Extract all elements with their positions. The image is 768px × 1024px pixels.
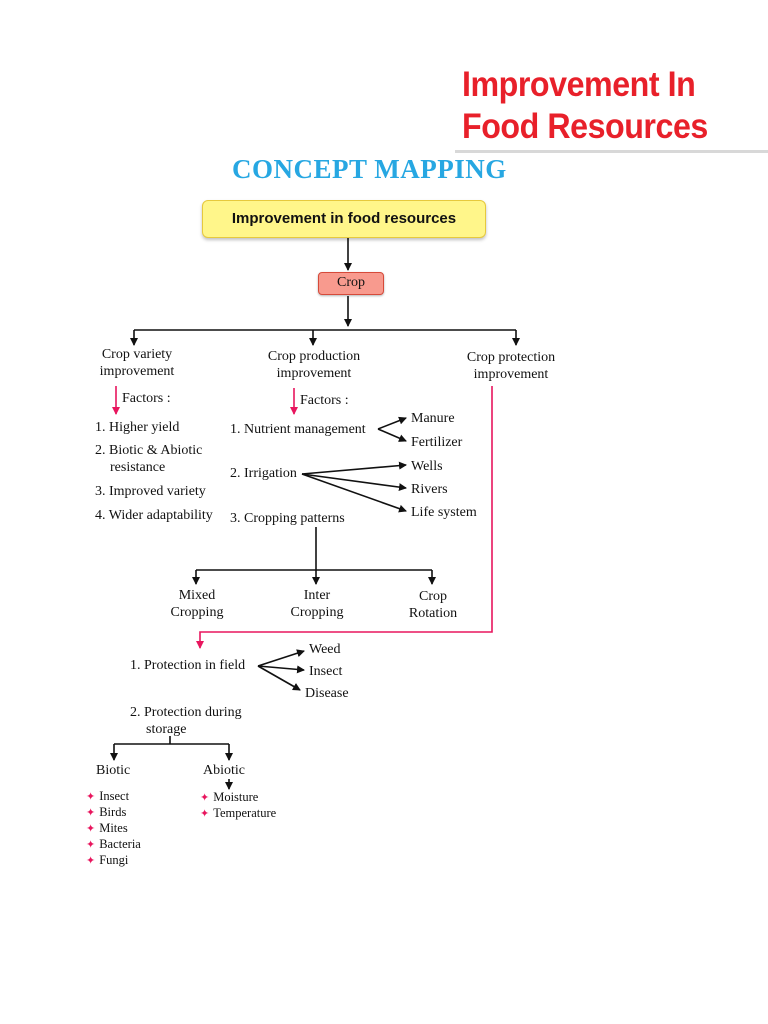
abiotic-list: ✦Moisture ✦Temperature <box>200 790 276 822</box>
arrow-protection-path <box>196 386 493 649</box>
factor-improved-variety: 3. Improved variety <box>95 484 206 499</box>
list-item: ✦Mites <box>86 821 128 835</box>
branch-protection-label: Crop protection improvement <box>466 350 556 382</box>
abiotic-label: Abiotic <box>203 763 245 778</box>
list-item: ✦Insect <box>86 789 130 803</box>
title-line-2: Food Resources <box>462 107 708 146</box>
cropping-patterns-label: 3. Cropping patterns <box>230 511 345 526</box>
fertilizer-label: Fertilizer <box>411 435 463 450</box>
bullet-icon: ✦ <box>200 808 210 820</box>
bullet-icon: ✦ <box>86 791 96 803</box>
arrow-rivers <box>301 473 407 492</box>
bullet-icon: ✦ <box>86 839 96 851</box>
protection-during-storage: 2. Protection during storage <box>130 705 242 737</box>
branch-variety-label: Crop variety improvement <box>99 347 175 379</box>
rivers-label: Rivers <box>411 482 448 497</box>
manure-label: Manure <box>411 411 455 426</box>
factor-wider-adaptability: 4. Wider adaptability <box>95 508 213 523</box>
arrow-disease <box>257 665 301 691</box>
factor-higher-yield: 1. Higher yield <box>95 420 180 435</box>
arrow-insect <box>257 665 305 674</box>
biotic-label: Biotic <box>96 763 131 778</box>
variety-factors-label: Factors : <box>122 391 171 406</box>
list-item: ✦Moisture <box>200 790 259 804</box>
bullet-icon: ✦ <box>86 855 96 867</box>
wells-label: Wells <box>411 459 443 474</box>
pattern-crop-rotation: Crop Rotation <box>408 589 458 621</box>
title-line-1: Improvement In <box>462 65 696 104</box>
arrow-life-system <box>301 473 407 513</box>
biotic-list: ✦Insect ✦Birds ✦Mites ✦Bacteria ✦Fungi <box>86 789 141 869</box>
insect-field-label: Insect <box>309 664 343 679</box>
disease-label: Disease <box>305 686 349 701</box>
page-title: Improvement In Food Resources <box>462 64 708 148</box>
arrow-fertilizer <box>377 428 407 442</box>
list-item: ✦Bacteria <box>86 837 141 851</box>
arrow-manure <box>377 416 407 430</box>
production-factors-label: Factors : <box>300 393 349 408</box>
crop-node: Crop <box>318 272 384 295</box>
bullet-icon: ✦ <box>86 823 96 835</box>
arrow-wells <box>301 461 407 475</box>
arrow-weed <box>257 649 305 667</box>
title-divider <box>455 150 768 153</box>
factor-biotic-abiotic: 2. Biotic & Abiotic <box>95 443 203 458</box>
weed-label: Weed <box>309 642 341 657</box>
life-system-label: Life system <box>411 505 477 520</box>
pattern-inter-cropping: Inter Cropping <box>290 588 344 620</box>
factor-resistance: resistance <box>110 460 166 475</box>
irrigation-label: 2. Irrigation <box>230 466 297 481</box>
concept-mapping-heading: CONCEPT MAPPING <box>232 154 507 184</box>
bullet-icon: ✦ <box>86 807 96 819</box>
branch-production-label: Crop production improvement <box>267 349 361 381</box>
list-item: ✦Temperature <box>200 806 277 820</box>
list-item: ✦Birds <box>86 805 127 819</box>
protection-in-field: 1. Protection in field <box>130 658 246 673</box>
pattern-mixed-cropping: Mixed Cropping <box>170 588 224 620</box>
root-node: Improvement in food resources <box>202 200 486 238</box>
nutrient-management: 1. Nutrient management <box>230 422 366 437</box>
bullet-icon: ✦ <box>200 792 210 804</box>
list-item: ✦Fungi <box>86 853 129 867</box>
